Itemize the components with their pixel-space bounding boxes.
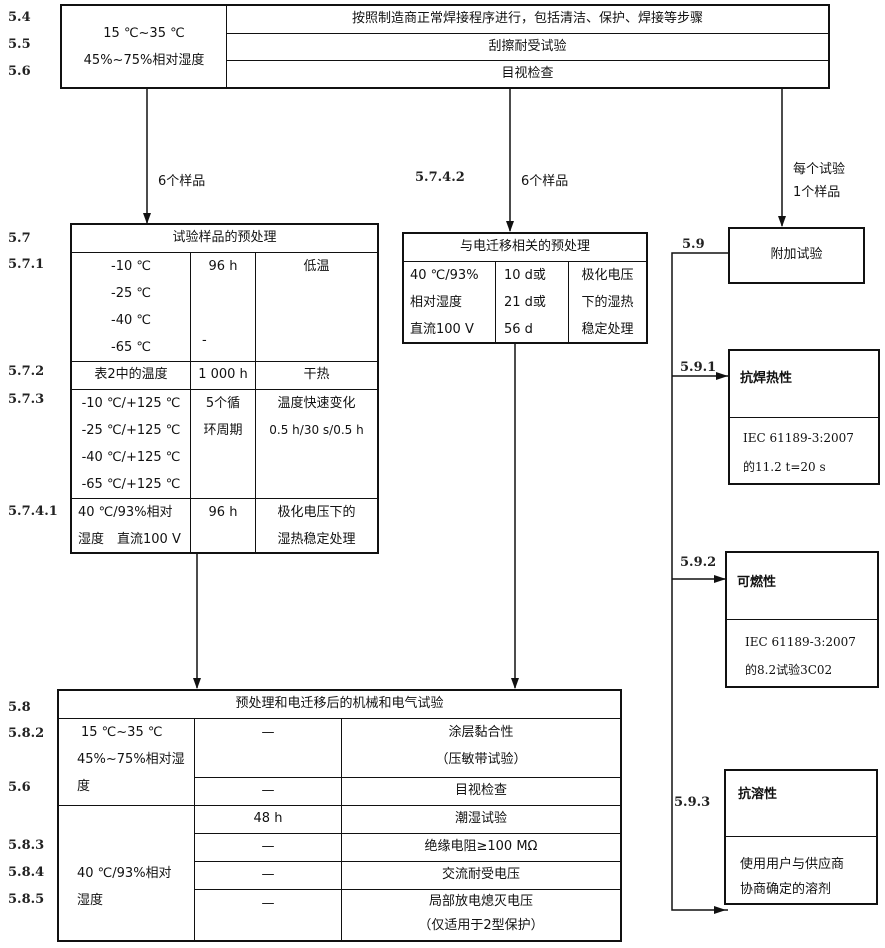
test-box-solder-heat: 抗焊热性 IEC 61189-3:2007 的11.2 t=20 s [728, 349, 880, 485]
final-row-test: 目视检查 [454, 783, 507, 799]
final-row-duration: — [261, 896, 275, 911]
section-label: 5.6 [8, 64, 31, 79]
section-label: 5.7.1 [8, 257, 45, 272]
final-row-test: 潮湿试验 [454, 811, 507, 827]
section-label: 5.8.4 [8, 865, 45, 880]
stray-mark: - [202, 333, 207, 348]
test-detail: IEC 61189-3:2007 [745, 635, 856, 649]
final-row-duration: — [261, 783, 275, 799]
pretreatment-table: 试验样品的预处理 -10 ℃ -25 ℃ -40 ℃ -65 ℃ 96 h - … [70, 223, 379, 554]
sample-count-label: 6个样品 [158, 174, 206, 189]
test-name: 抗溶性 [738, 787, 778, 802]
final-row-test: 局部放电熄灭电压 （仅适用于2型保护） [418, 894, 544, 933]
final-row-test: 涂层黏合性 （压敏带试验） [435, 725, 527, 767]
test-detail: IEC 61189-3:2007 [743, 431, 854, 445]
electromigration-table: 与电迁移相关的预处理 40 ℃/93% 相对湿度 直流100 V 10 d或 2… [402, 232, 648, 344]
test-name: 可燃性 [737, 575, 777, 590]
section-label: 5.8.2 [8, 726, 45, 741]
damp-heat-name: 极化电压下的 湿热稳定处理 [277, 505, 356, 547]
section-label: 5.7.4.2 [415, 170, 465, 185]
test-detail: 的8.2试验3C02 [745, 663, 833, 677]
low-temp-name: 低温 [303, 259, 330, 274]
final-row-test: 交流耐受电压 [441, 867, 520, 883]
section-label: 5.9.2 [680, 555, 717, 570]
section-label: 5.7.2 [8, 364, 45, 379]
test-detail: 使用用户与供应商 [740, 857, 845, 872]
damp-heat-condition: 40 ℃/93%相对 湿度 直流100 V [78, 505, 181, 547]
final-row-duration: — [261, 725, 275, 740]
sample-count-label: 6个样品 [521, 174, 569, 189]
sample-count-label: 每个试验 [793, 162, 846, 177]
test-box-solvent-resistance: 抗溶性 使用用户与供应商 协商确定的溶剂 [724, 769, 878, 905]
general-conditions-box: 15 ℃~35 ℃ 45%~75%相对湿度 按照制造商正常焊接程序进行，包括清洁… [60, 4, 830, 89]
dry-heat-duration: 1 000 h [198, 367, 248, 383]
final-tests-table: 预处理和电迁移后的机械和电气试验 15 ℃~35 ℃ 45%~75%相对湿 度 … [57, 689, 622, 942]
test-detail: 协商确定的溶剂 [740, 882, 832, 897]
scratch-test: 刮擦耐受试验 [488, 38, 567, 54]
em-condition: 40 ℃/93% 相对湿度 直流100 V [410, 268, 479, 337]
soldering-step: 按照制造商正常焊接程序进行，包括清洁、保护、焊接等步骤 [351, 11, 703, 27]
low-temp-duration: 96 h [208, 259, 238, 274]
em-duration: 10 d或 21 d或 56 d [504, 268, 546, 337]
final-tests-title: 预处理和电迁移后的机械和电气试验 [235, 696, 444, 712]
electromigration-title: 与电迁移相关的预处理 [459, 239, 590, 255]
damp-heat-duration: 96 h [208, 505, 238, 520]
rapid-change-duration: 5个循 环周期 [203, 396, 243, 438]
group2-condition: 40 ℃/93%相对 湿度 [77, 866, 172, 908]
section-label: 5.5 [8, 37, 31, 52]
section-label: 5.8 [8, 700, 31, 715]
section-label: 5.7.4.1 [8, 504, 58, 519]
rapid-change-name: 温度快速变化 0.5 h/30 s/0.5 h [269, 396, 364, 437]
additional-tests-title: 附加试验 [770, 247, 823, 263]
test-name: 抗焊热性 [740, 371, 793, 386]
section-label: 5.4 [8, 10, 31, 25]
section-label: 5.9.3 [674, 795, 711, 810]
rapid-change-temps: -10 ℃/+125 ℃ -25 ℃/+125 ℃ -40 ℃/+125 ℃ -… [81, 396, 181, 492]
section-label: 5.6 [8, 780, 31, 795]
additional-branch-line [671, 252, 728, 911]
group1-condition: 15 ℃~35 ℃ 45%~75%相对湿 度 [77, 725, 185, 794]
dry-heat-temp: 表2中的温度 [94, 367, 168, 383]
section-label: 5.7 [8, 231, 31, 246]
final-row-duration: — [261, 867, 275, 883]
final-row-duration: 48 h [253, 811, 283, 827]
ambient-condition: 15 ℃~35 ℃ 45%~75%相对湿度 [83, 25, 205, 68]
section-label: 5.9.1 [680, 360, 717, 375]
section-label: 5.8.3 [8, 838, 45, 853]
final-row-duration: — [261, 839, 275, 855]
dry-heat-name: 干热 [303, 367, 330, 383]
section-label: 5.8.5 [8, 892, 45, 907]
additional-tests-box: 附加试验 [728, 227, 865, 284]
section-label: 5.7.3 [8, 392, 45, 407]
test-box-flammability: 可燃性 IEC 61189-3:2007 的8.2试验3C02 [725, 551, 879, 688]
section-label: 5.9 [682, 237, 705, 252]
em-name: 极化电压 下的湿热 稳定处理 [581, 268, 634, 337]
low-temp-values: -10 ℃ -25 ℃ -40 ℃ -65 ℃ [111, 259, 151, 355]
sample-count-label: 1个样品 [793, 185, 841, 200]
test-detail: 的11.2 t=20 s [743, 460, 826, 474]
pretreatment-title: 试验样品的预处理 [172, 230, 277, 246]
final-row-test: 绝缘电阻≥100 MΩ [424, 839, 538, 855]
visual-inspection: 目视检查 [501, 65, 554, 81]
